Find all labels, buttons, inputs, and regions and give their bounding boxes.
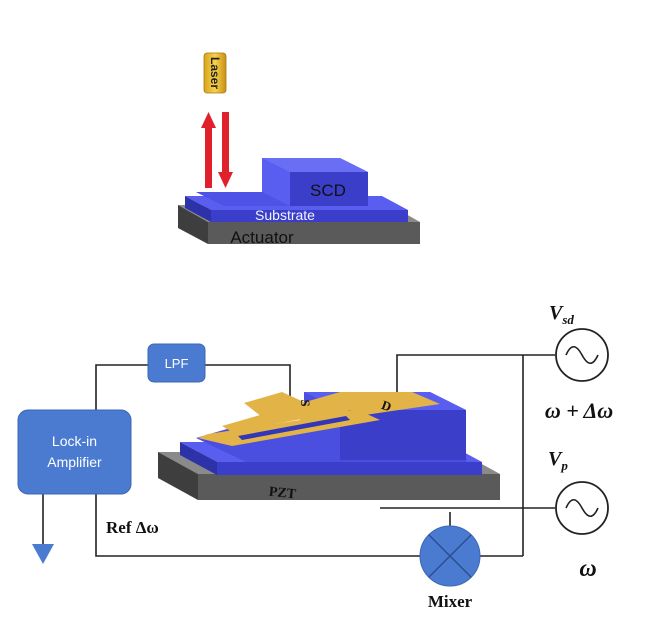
drain-electrode bbox=[222, 392, 440, 440]
lockin-label-line1: Lock-in bbox=[52, 433, 97, 449]
sine-wave-icon bbox=[565, 498, 599, 518]
lpf-label: LPF bbox=[165, 356, 189, 371]
substrate-label: Substrate bbox=[255, 207, 315, 223]
top-device: SCD Substrate Actuator bbox=[178, 158, 420, 247]
scd-label: SCD bbox=[310, 181, 346, 200]
source-label: S bbox=[298, 399, 313, 406]
sine-wave-icon bbox=[565, 345, 599, 365]
scd-block bbox=[196, 158, 368, 206]
actuator-label: Actuator bbox=[230, 228, 294, 247]
laser-label: Laser bbox=[208, 57, 222, 89]
lockin-amplifier-box: Lock-in Amplifier bbox=[17, 409, 132, 495]
down-arrow-icon bbox=[218, 112, 233, 188]
vp-label: Vp bbox=[548, 448, 568, 473]
vsd-ac-source bbox=[555, 328, 609, 382]
lpf-box: LPF bbox=[147, 343, 206, 383]
ground-arrow-icon bbox=[32, 544, 54, 564]
pzt-label: PZT bbox=[268, 485, 297, 503]
vsd-label: Vsd bbox=[549, 302, 574, 327]
mixer-icon bbox=[419, 525, 481, 587]
mixer-label: Mixer bbox=[428, 592, 473, 611]
lockin-label-line2: Amplifier bbox=[47, 454, 102, 470]
up-arrow-icon bbox=[201, 112, 216, 188]
freq-sum-label: ω + Δω bbox=[545, 398, 613, 423]
source-electrode bbox=[198, 392, 380, 446]
vp-ac-source bbox=[555, 481, 609, 535]
laser-icon: Laser bbox=[203, 52, 227, 94]
ref-label: Ref Δω bbox=[106, 518, 159, 537]
circuit-wires bbox=[42, 354, 555, 557]
freq-label: ω bbox=[579, 556, 596, 582]
